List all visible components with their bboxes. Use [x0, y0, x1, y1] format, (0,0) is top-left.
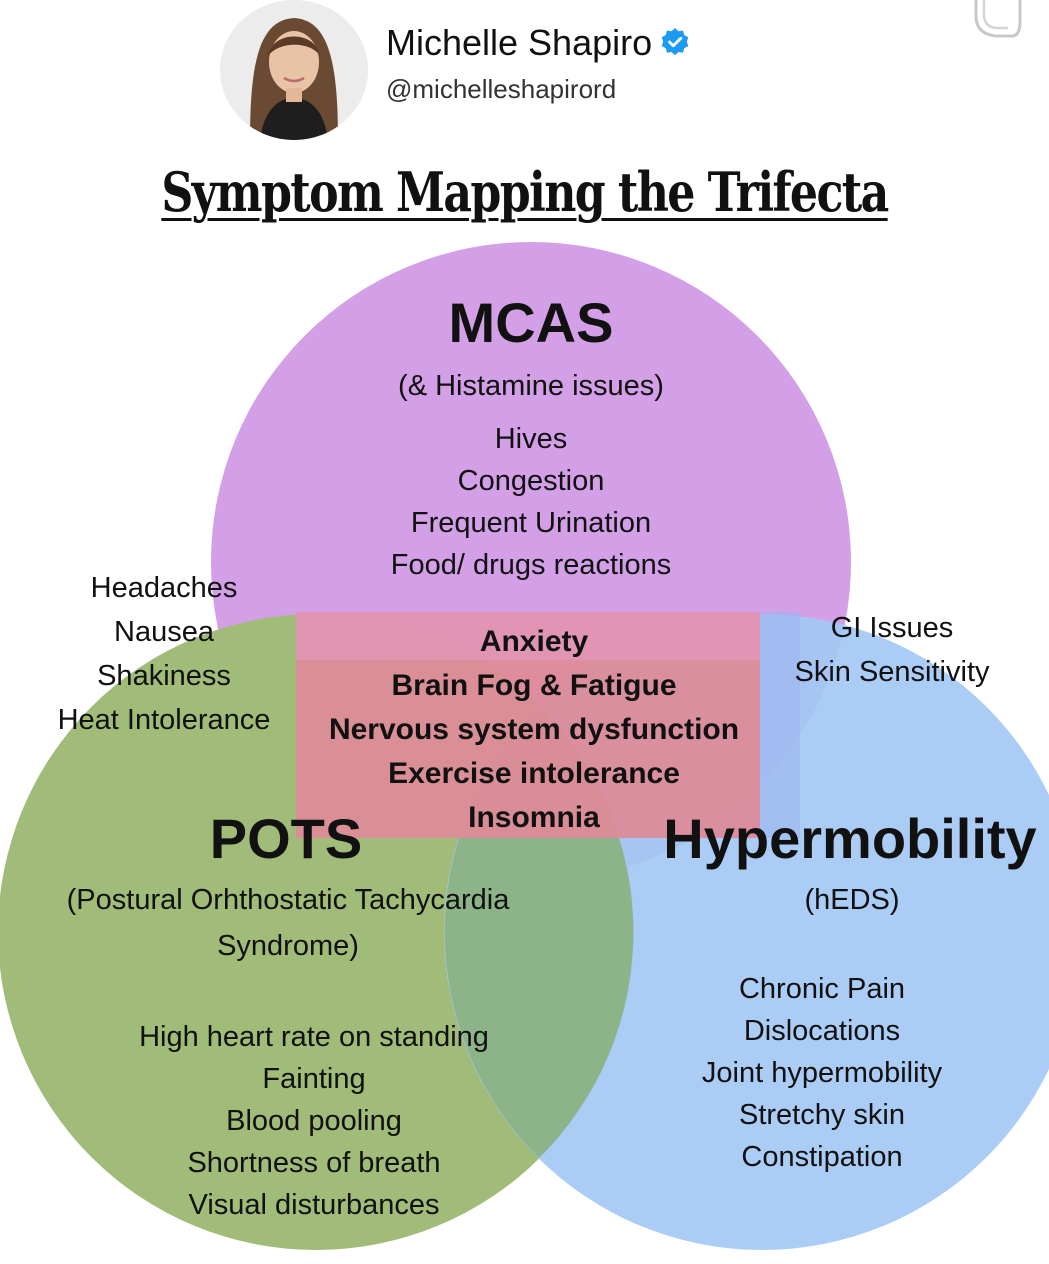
mcas-items: Hives Congestion Frequent Urination Food… [331, 418, 731, 586]
list-item: GI Issues [830, 612, 954, 644]
center-items: Anxiety Brain Fog & Fatigue Nervous syst… [296, 620, 772, 840]
list-item: Shakiness [97, 660, 231, 692]
list-item: Stretchy skin [739, 1099, 905, 1131]
mcas-pots-overlap-items: Headaches Nausea Shakiness Heat Intolera… [24, 566, 304, 742]
list-item: High heart rate on standing [139, 1021, 489, 1053]
list-item: Constipation [741, 1141, 903, 1173]
pots-items: High heart rate on standing Fainting Blo… [104, 1016, 524, 1226]
author-name-text: Michelle Shapiro [386, 22, 653, 63]
bookmark-icon[interactable] [970, 0, 1026, 44]
list-item: Joint hypermobility [701, 1057, 943, 1089]
list-item: Anxiety [479, 625, 589, 658]
avatar-portrait-icon [220, 0, 368, 140]
hypermobility-title: Hypermobility [663, 807, 1037, 870]
hyper-right-edge-tint [760, 612, 800, 838]
mcas-hyper-overlap-items: GI Issues Skin Sensitivity [772, 606, 1012, 694]
list-item: Nausea [114, 616, 214, 648]
list-item: Shortness of breath [187, 1147, 441, 1179]
center-box-upper-glow [296, 612, 760, 660]
list-item: Frequent Urination [410, 507, 652, 539]
mcas-subtitle: (& Histamine issues) [398, 370, 664, 402]
list-item: Dislocations [743, 1015, 901, 1047]
pots-subtitle-line2: Syndrome) [217, 930, 359, 962]
hypermobility-items: Chronic Pain Dislocations Joint hypermob… [622, 968, 1022, 1178]
list-item: Exercise intolerance [388, 757, 680, 790]
list-item: Hives [494, 423, 568, 455]
list-item: Headaches [90, 572, 238, 604]
list-item: Blood pooling [226, 1105, 402, 1137]
list-item: Fainting [262, 1063, 366, 1095]
list-item: Skin Sensitivity [794, 656, 990, 688]
mcas-title: MCAS [448, 291, 614, 354]
list-item: Food/ drugs reactions [390, 549, 672, 581]
page-title: Symptom Mapping the Trifecta [161, 160, 889, 224]
author-name: Michelle Shapiro [386, 22, 690, 64]
list-item: Heat Intolerance [57, 704, 271, 736]
avatar[interactable] [220, 0, 368, 140]
pots-subtitle-line1: (Postural Orhthostatic Tachycardia [66, 884, 510, 916]
list-item: Visual disturbances [188, 1189, 440, 1221]
list-item: Chronic Pain [738, 973, 906, 1005]
post-header: Michelle Shapiro @michelleshapirord [220, 0, 840, 140]
list-item: Nervous system dysfunction [328, 713, 740, 746]
list-item: Brain Fog & Fatigue [391, 669, 677, 702]
hypermobility-subtitle: (hEDS) [804, 884, 900, 916]
verified-badge-icon [661, 28, 689, 56]
list-item: Insomnia [468, 801, 600, 834]
author-handle[interactable]: @michelleshapirord [386, 74, 617, 104]
pots-title: POTS [209, 807, 363, 870]
list-item: Congestion [457, 465, 605, 497]
